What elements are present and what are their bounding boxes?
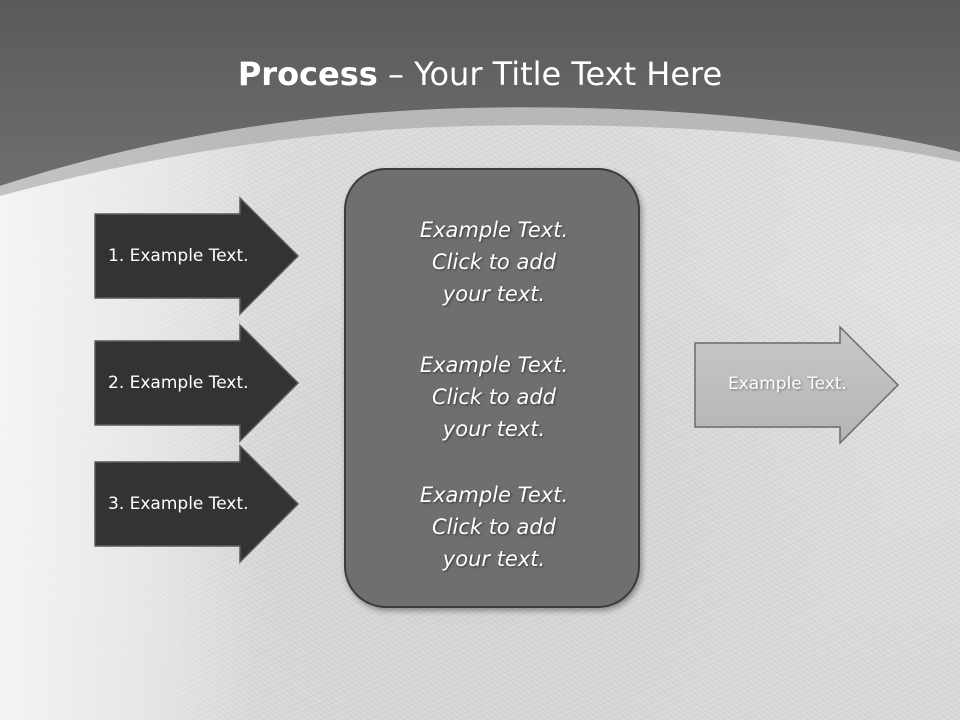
input-arrow-1-label: 1. Example Text. xyxy=(108,246,249,266)
input-arrow-1-shape xyxy=(94,196,300,316)
output-arrow-shape xyxy=(694,325,900,445)
input-arrow-3[interactable]: 3. Example Text. xyxy=(94,444,300,564)
header-band xyxy=(0,0,960,196)
center-paragraph-2-line-1: Example Text. xyxy=(419,353,569,377)
input-arrow-2[interactable]: 2. Example Text. xyxy=(94,323,300,443)
center-paragraph-1-line-2: Click to add xyxy=(431,250,556,274)
center-paragraph-3-line-3: your text. xyxy=(442,547,546,571)
output-arrow[interactable]: Example Text. xyxy=(694,325,900,445)
input-arrow-1[interactable]: 1. Example Text. xyxy=(94,196,300,316)
center-paragraph-1-line-1: Example Text. xyxy=(419,218,569,242)
center-paragraph-3: Example Text. Click to add your text. xyxy=(346,479,642,575)
input-arrow-2-label: 2. Example Text. xyxy=(108,373,249,393)
slide-title: Process – Your Title Text Here xyxy=(0,52,960,96)
center-paragraph-2-line-3: your text. xyxy=(442,417,546,441)
center-paragraph-2-line-2: Click to add xyxy=(431,385,556,409)
center-paragraph-1-line-3: your text. xyxy=(442,282,546,306)
output-arrow-label: Example Text. xyxy=(728,374,847,394)
input-arrow-2-shape xyxy=(94,323,300,443)
title-bold-text: Process xyxy=(237,55,378,93)
center-paragraph-3-line-2: Click to add xyxy=(431,515,556,539)
input-arrow-3-label: 3. Example Text. xyxy=(108,494,249,514)
center-paragraph-2: Example Text. Click to add your text. xyxy=(346,349,642,445)
center-process-box[interactable]: Example Text. Click to add your text. Ex… xyxy=(344,168,640,608)
center-paragraph-3-line-1: Example Text. xyxy=(419,483,569,507)
input-arrow-3-shape xyxy=(94,444,300,564)
title-rest-text: – Your Title Text Here xyxy=(377,55,723,93)
center-paragraph-1: Example Text. Click to add your text. xyxy=(346,214,642,310)
